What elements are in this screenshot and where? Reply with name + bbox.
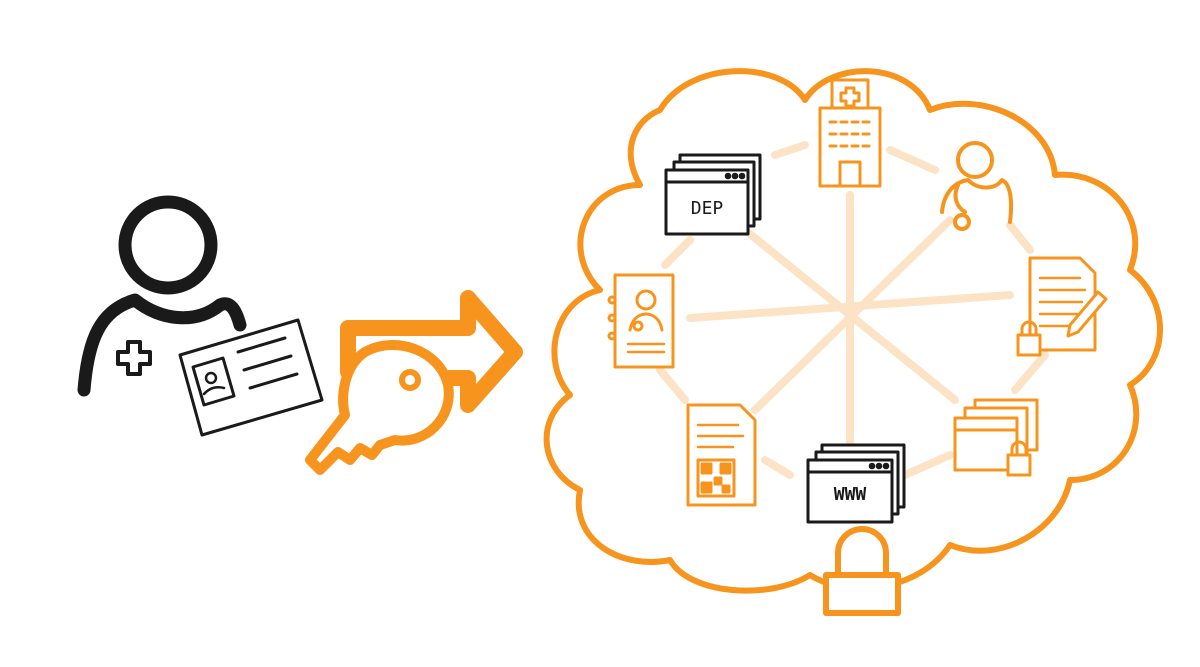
dep-label: DEP: [691, 198, 724, 219]
signed-document-icon: [1016, 256, 1108, 357]
padlock-icon: [823, 526, 901, 616]
patient-record-icon: [607, 273, 675, 369]
doctor-with-cross-icon: [77, 195, 247, 397]
arrow-right-icon: [340, 290, 523, 413]
network-lines: [656, 141, 1049, 479]
qr-document-icon: [686, 403, 757, 507]
dep-portal-icon: [664, 153, 762, 236]
hospital-building-icon: [818, 78, 882, 188]
id-card-icon: [178, 318, 324, 437]
key-icon: [305, 339, 454, 475]
www-label: WWW: [834, 484, 867, 505]
physician-stethoscope-icon: [940, 141, 1013, 231]
locked-folder-icon: [953, 398, 1039, 477]
web-portal-icon: [806, 443, 906, 524]
